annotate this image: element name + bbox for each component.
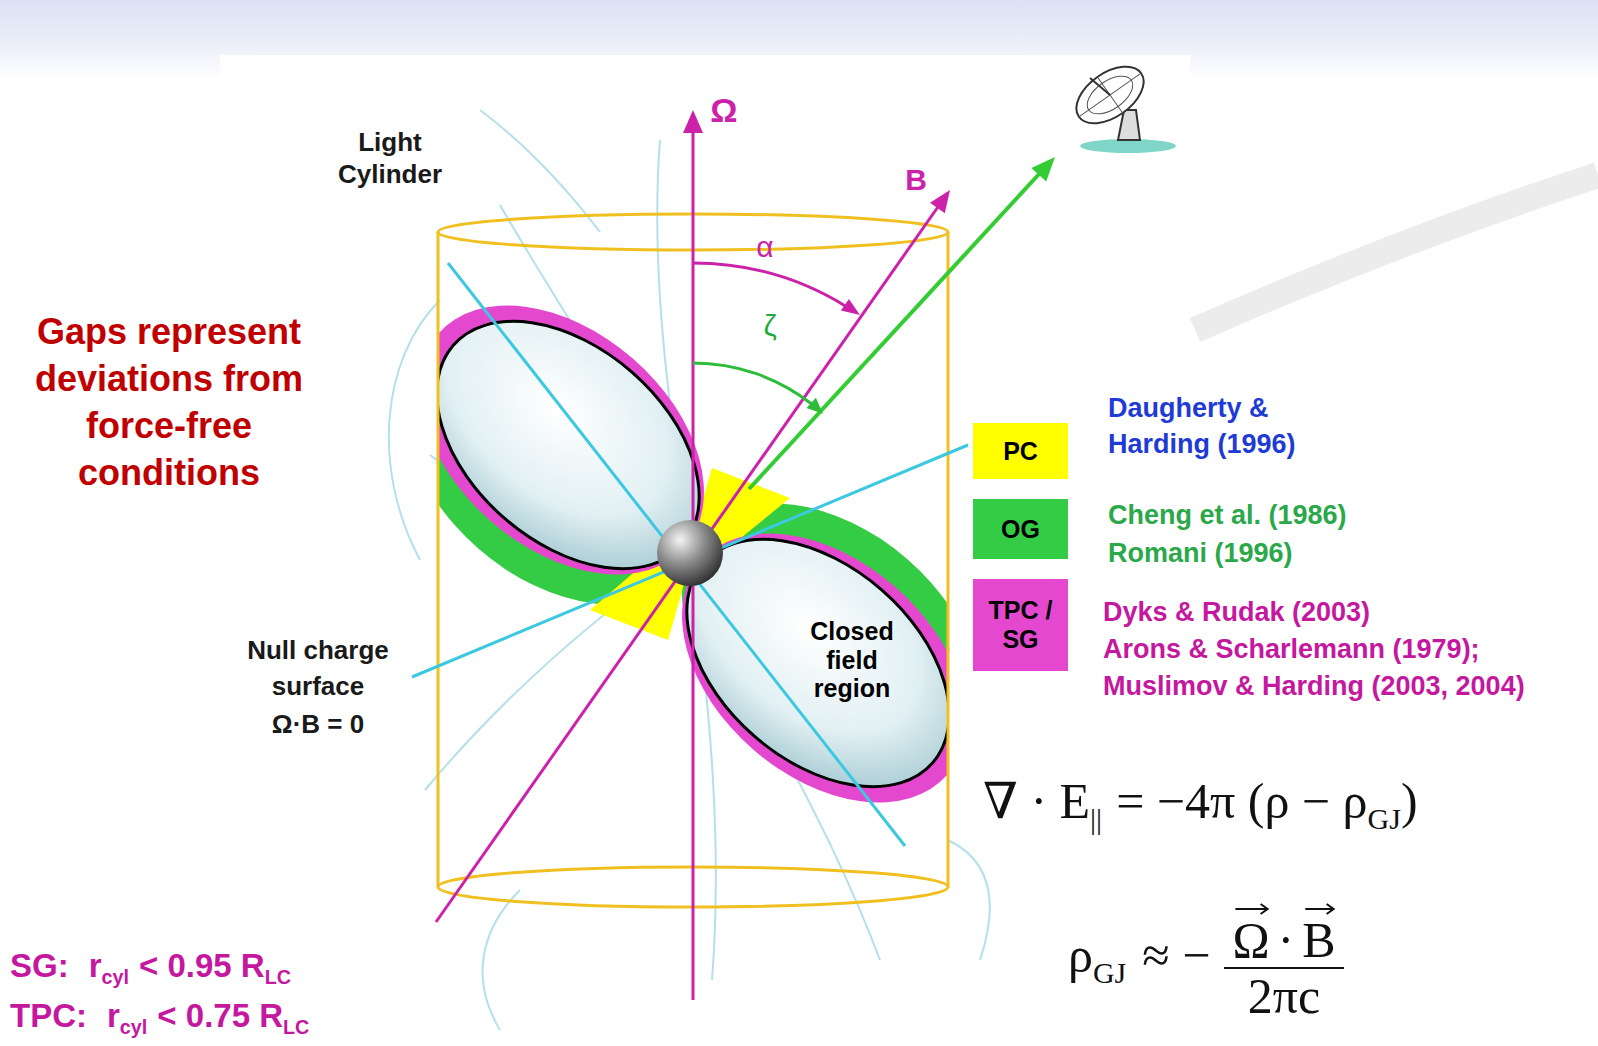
node-text: TPC / SG (979, 596, 1062, 654)
pc-gap-box: PC (973, 423, 1068, 479)
label-text: r (89, 947, 102, 984)
subscript-text: LC (283, 1016, 309, 1038)
subscript-text: LC (265, 966, 291, 988)
label-text: Ω (1232, 912, 1269, 968)
axis-lines (412, 263, 968, 846)
magnetic-axis (436, 190, 950, 922)
label-text: TPC: (10, 997, 87, 1034)
line-of-sight (749, 157, 1055, 489)
fraction-numerator: Ω·B (1224, 901, 1343, 969)
subscript-text: GJ (1093, 956, 1126, 989)
zeta-angle-symbol: ζ (763, 311, 776, 341)
label-text: B (905, 163, 927, 196)
neutron-star (657, 520, 723, 586)
subscript-text: GJ (1368, 802, 1401, 835)
label-text: Dyks & Rudak (2003) (1103, 597, 1370, 627)
null-charge-condition: Ω·B = 0 (272, 711, 364, 737)
tpc-sg-reference: Dyks & Rudak (2003) (1103, 599, 1370, 626)
alpha-angle-symbol: α (756, 232, 773, 262)
closed-field-region: Closed field region (790, 617, 914, 703)
label-text: Light Cylinder (338, 127, 442, 189)
label-text: · (1278, 912, 1295, 968)
null-charge-surface-label: Null charge surface (226, 632, 411, 704)
vector-arrow (1305, 904, 1333, 914)
subscript-text: cyl (120, 1016, 148, 1038)
goldreich-julian-equation: ρGJ≈ −Ω·B2πc (1068, 901, 1344, 1021)
tpc-extent-note: TPC: rcyl < 0.75 RLC (10, 999, 309, 1038)
label-text: r (107, 997, 120, 1034)
tpc-sg-reference: Arons & Scharlemann (1979); (1103, 636, 1480, 663)
og-gap-box: OG (973, 499, 1068, 559)
og-reference: Cheng et al. (1986) (1108, 502, 1347, 529)
subscript-text: cyl (102, 966, 130, 988)
zeta-arc (693, 363, 823, 414)
image-panel (220, 55, 1190, 1046)
label-text: Ω (710, 91, 737, 129)
label-text: ∇ · E (983, 773, 1090, 829)
node-text: PC (1003, 437, 1038, 466)
label-text: = −4π (ρ − ρ (1116, 773, 1367, 829)
label-text: Null charge surface (247, 635, 389, 701)
og-reference: Romani (1996) (1108, 540, 1293, 567)
label-text: B (1302, 912, 1335, 968)
sg-extent-note: SG: rcyl < 0.95 RLC (10, 949, 291, 988)
label-text: Arons & Scharlemann (1979); (1103, 634, 1480, 664)
vector-arrow (1235, 904, 1267, 914)
subscript-text: || (1090, 802, 1102, 835)
radio-dish (1066, 55, 1176, 153)
label-text: < 0.95 R (139, 947, 265, 984)
node-text: Closed field region (790, 617, 914, 703)
label-text: ≈ − (1142, 927, 1210, 983)
label-text: < 0.75 R (157, 997, 283, 1034)
label-text: Cheng et al. (1986) (1108, 500, 1347, 530)
label-text: Gaps represent deviations from force-fre… (35, 311, 303, 493)
b-field-symbol: B (905, 165, 927, 195)
label-text: α (756, 230, 773, 263)
pc-reference: Daugherty & Harding (1996) (1108, 390, 1348, 462)
gauss-law-equation: ∇ · E|| = −4π (ρ − ρGJ) (983, 776, 1418, 834)
label-text: ζ (763, 309, 776, 342)
label-text: SG: (10, 947, 69, 984)
tpc-sg-reference: Muslimov & Harding (2003, 2004) (1103, 673, 1525, 700)
fraction: Ω·B2πc (1224, 901, 1343, 1021)
alpha-arc (693, 263, 860, 315)
light-cylinder-label: Light Cylinder (305, 126, 475, 190)
label-text: Muslimov & Harding (2003, 2004) (1103, 671, 1525, 701)
label-text: Ω·B = 0 (272, 709, 364, 739)
label-text: Romani (1996) (1108, 538, 1293, 568)
label-text: Daugherty & Harding (1996) (1108, 393, 1296, 459)
background-swoosh (1195, 175, 1598, 330)
omega-symbol: Ω (710, 93, 737, 127)
label-text: ρ (1068, 927, 1093, 983)
gaps-note: Gaps represent deviations from force-fre… (4, 308, 334, 496)
tpc-sg-gap-box: TPC / SG (973, 579, 1068, 671)
label-text: 2πc (1248, 968, 1320, 1024)
node-text: OG (1001, 515, 1040, 544)
label-text: ) (1401, 773, 1418, 829)
fraction-denominator: 2πc (1248, 969, 1320, 1021)
